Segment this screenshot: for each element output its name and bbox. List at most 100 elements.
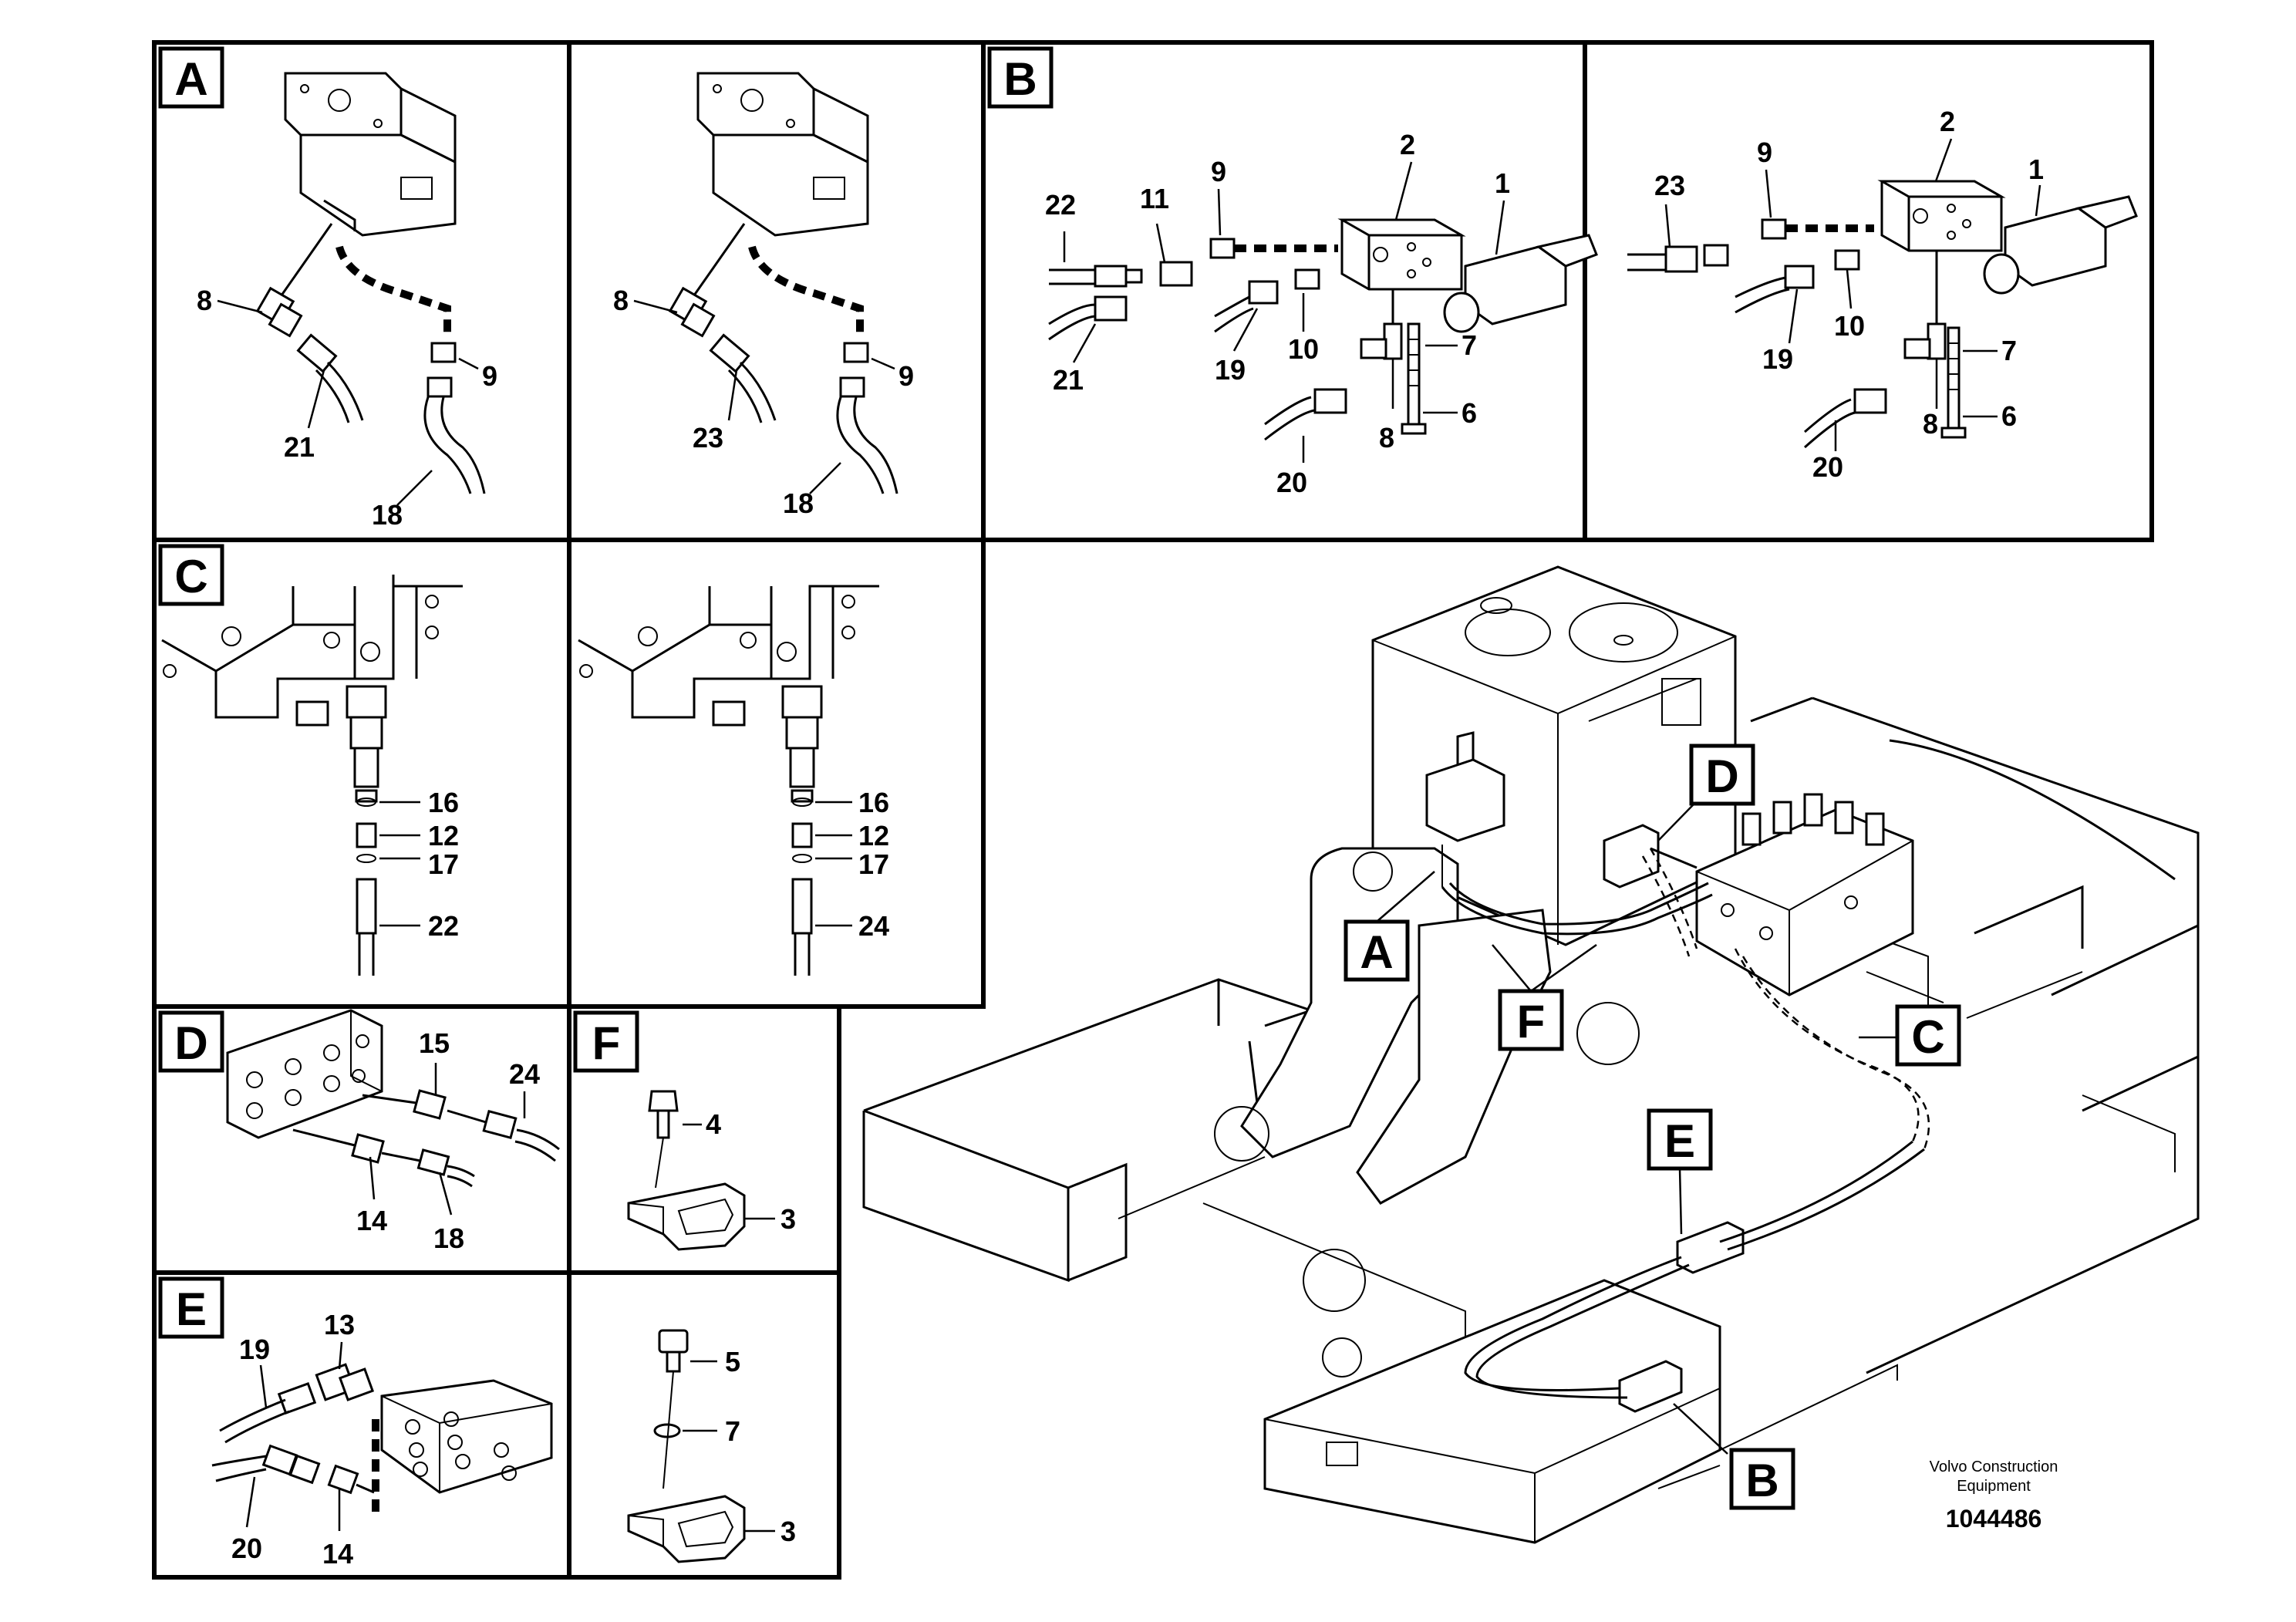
bolt-4-f1 [648, 1090, 679, 1139]
valve-housing-c1 [161, 575, 463, 719]
credit-line-1: Volvo Construction [1930, 1458, 2058, 1475]
bolt-6-b1 [1401, 322, 1427, 435]
label-19-b2: 19 [1762, 343, 1793, 375]
clamp-3-f1 [627, 1182, 746, 1251]
hose-18-a1 [423, 342, 486, 494]
label-22-c1: 22 [428, 910, 459, 942]
hoses-b2 [1627, 218, 1887, 449]
fittings-d [292, 1089, 560, 1188]
fitting-8-a1 [255, 286, 303, 338]
manifold-block-e [380, 1379, 553, 1494]
valve-block-a1 [284, 72, 457, 237]
bolt-5-f2 [658, 1329, 689, 1373]
label-19-e: 19 [239, 1334, 270, 1365]
panel-c2-frame [567, 538, 986, 1009]
panel-f1-drawing: 4 3 [627, 1090, 796, 1251]
hose-21-a1 [296, 333, 364, 423]
panel-b2-drawing: 23 9 2 1 19 10 7 8 6 20 [1627, 106, 2138, 483]
label-15-d: 15 [419, 1027, 450, 1059]
solenoid-1-b1 [1443, 234, 1598, 333]
tag-e-text: E [176, 1283, 207, 1335]
main-assembly: D A F C E B [862, 565, 2200, 1544]
panel-a1-drawing: 8 9 21 18 [197, 72, 497, 531]
callout-d: D [1705, 750, 1738, 802]
panel-f2-drawing: 5 7 3 [627, 1329, 796, 1563]
tag-e: E [158, 1276, 224, 1339]
label-9-a2: 9 [899, 360, 914, 392]
credit-block: Volvo Construction Equipment 1044486 [1930, 1458, 2058, 1533]
label-16-c1: 16 [428, 787, 459, 818]
hose-20-e [211, 1444, 375, 1495]
label-12-c2: 12 [858, 820, 889, 851]
label-2-b2: 2 [1940, 106, 1955, 137]
bulkhead-plate-d [226, 1009, 383, 1139]
label-18-a2: 18 [783, 487, 814, 519]
hose-18-a2 [836, 342, 899, 494]
hoses-b1 [1048, 238, 1347, 441]
manifold-e-main [1676, 1221, 1745, 1274]
main-hoses [1441, 847, 1930, 1399]
callout-e: E [1664, 1115, 1695, 1167]
label-10-b2: 10 [1834, 310, 1865, 342]
label-1-b2: 1 [2028, 153, 2044, 185]
callout-c-box [1895, 1004, 1961, 1067]
label-2-b1: 2 [1400, 129, 1415, 160]
label-8-b1: 8 [1379, 422, 1394, 454]
callout-e-box [1647, 1108, 1713, 1171]
callout-c: C [1911, 1011, 1944, 1063]
label-18-a1: 18 [372, 499, 403, 531]
fitting-stack-c1 [295, 685, 387, 976]
label-1-b1: 1 [1495, 167, 1510, 199]
label-8-a2: 8 [613, 285, 629, 316]
pilot-valve-a-mount [1425, 731, 1505, 887]
panel-e-drawing: 13 19 20 14 [211, 1309, 553, 1570]
label-8-a1: 8 [197, 285, 212, 316]
tag-f: F [573, 1010, 639, 1073]
valve-b-main [1618, 1360, 1683, 1413]
label-8-b2: 8 [1923, 408, 1938, 440]
tag-a-text: A [174, 53, 207, 105]
credit-line-2: Equipment [1957, 1478, 2031, 1495]
label-4-f1: 4 [706, 1108, 721, 1140]
elbow-8-b2 [1903, 251, 1947, 360]
callout-d-box [1689, 744, 1755, 806]
callout-f-box [1498, 989, 1564, 1051]
clamp-3-f2 [627, 1495, 746, 1563]
panel-b2-frame [1583, 40, 2154, 542]
control-valve [1695, 793, 1914, 996]
label-17-c2: 17 [858, 848, 889, 880]
upper-frame [862, 696, 2200, 1374]
panel-c2-drawing: 16 12 17 24 [578, 585, 889, 976]
label-6-b2: 6 [2001, 400, 2017, 432]
label-16-c2: 16 [858, 787, 889, 818]
tag-c: C [158, 544, 224, 606]
label-10-b1: 10 [1288, 333, 1319, 365]
label-20-e: 20 [231, 1533, 262, 1564]
label-11-b1: 11 [1140, 183, 1169, 214]
label-23-a2: 23 [693, 422, 723, 454]
solenoid-1-b2 [1983, 195, 2138, 295]
label-14-d: 14 [356, 1205, 387, 1236]
callout-b-box [1729, 1448, 1795, 1510]
label-14-e: 14 [322, 1538, 353, 1570]
label-24-d: 24 [509, 1058, 540, 1090]
tag-c-text: C [174, 551, 207, 602]
label-18-d: 18 [433, 1222, 464, 1254]
panel-b1-drawing: 22 11 9 2 1 21 19 10 7 8 6 20 [1045, 129, 1598, 498]
label-7-b1: 7 [1462, 329, 1477, 361]
tag-b: B [987, 46, 1054, 109]
label-7-b2: 7 [2001, 335, 2017, 366]
lower-frame [1263, 1279, 1898, 1544]
callout-a: A [1360, 926, 1393, 978]
hose-23-a2 [709, 333, 777, 423]
label-20-b1: 20 [1276, 467, 1307, 498]
label-7-f2: 7 [725, 1415, 740, 1447]
tag-f-text: F [592, 1017, 621, 1069]
fitting-stack-c2 [712, 685, 823, 976]
label-5-f2: 5 [725, 1346, 740, 1378]
label-12-c1: 12 [428, 820, 459, 851]
elbow-8-b1 [1360, 289, 1403, 360]
tag-d-text: D [174, 1017, 207, 1069]
valve-block-a2 [696, 72, 869, 237]
